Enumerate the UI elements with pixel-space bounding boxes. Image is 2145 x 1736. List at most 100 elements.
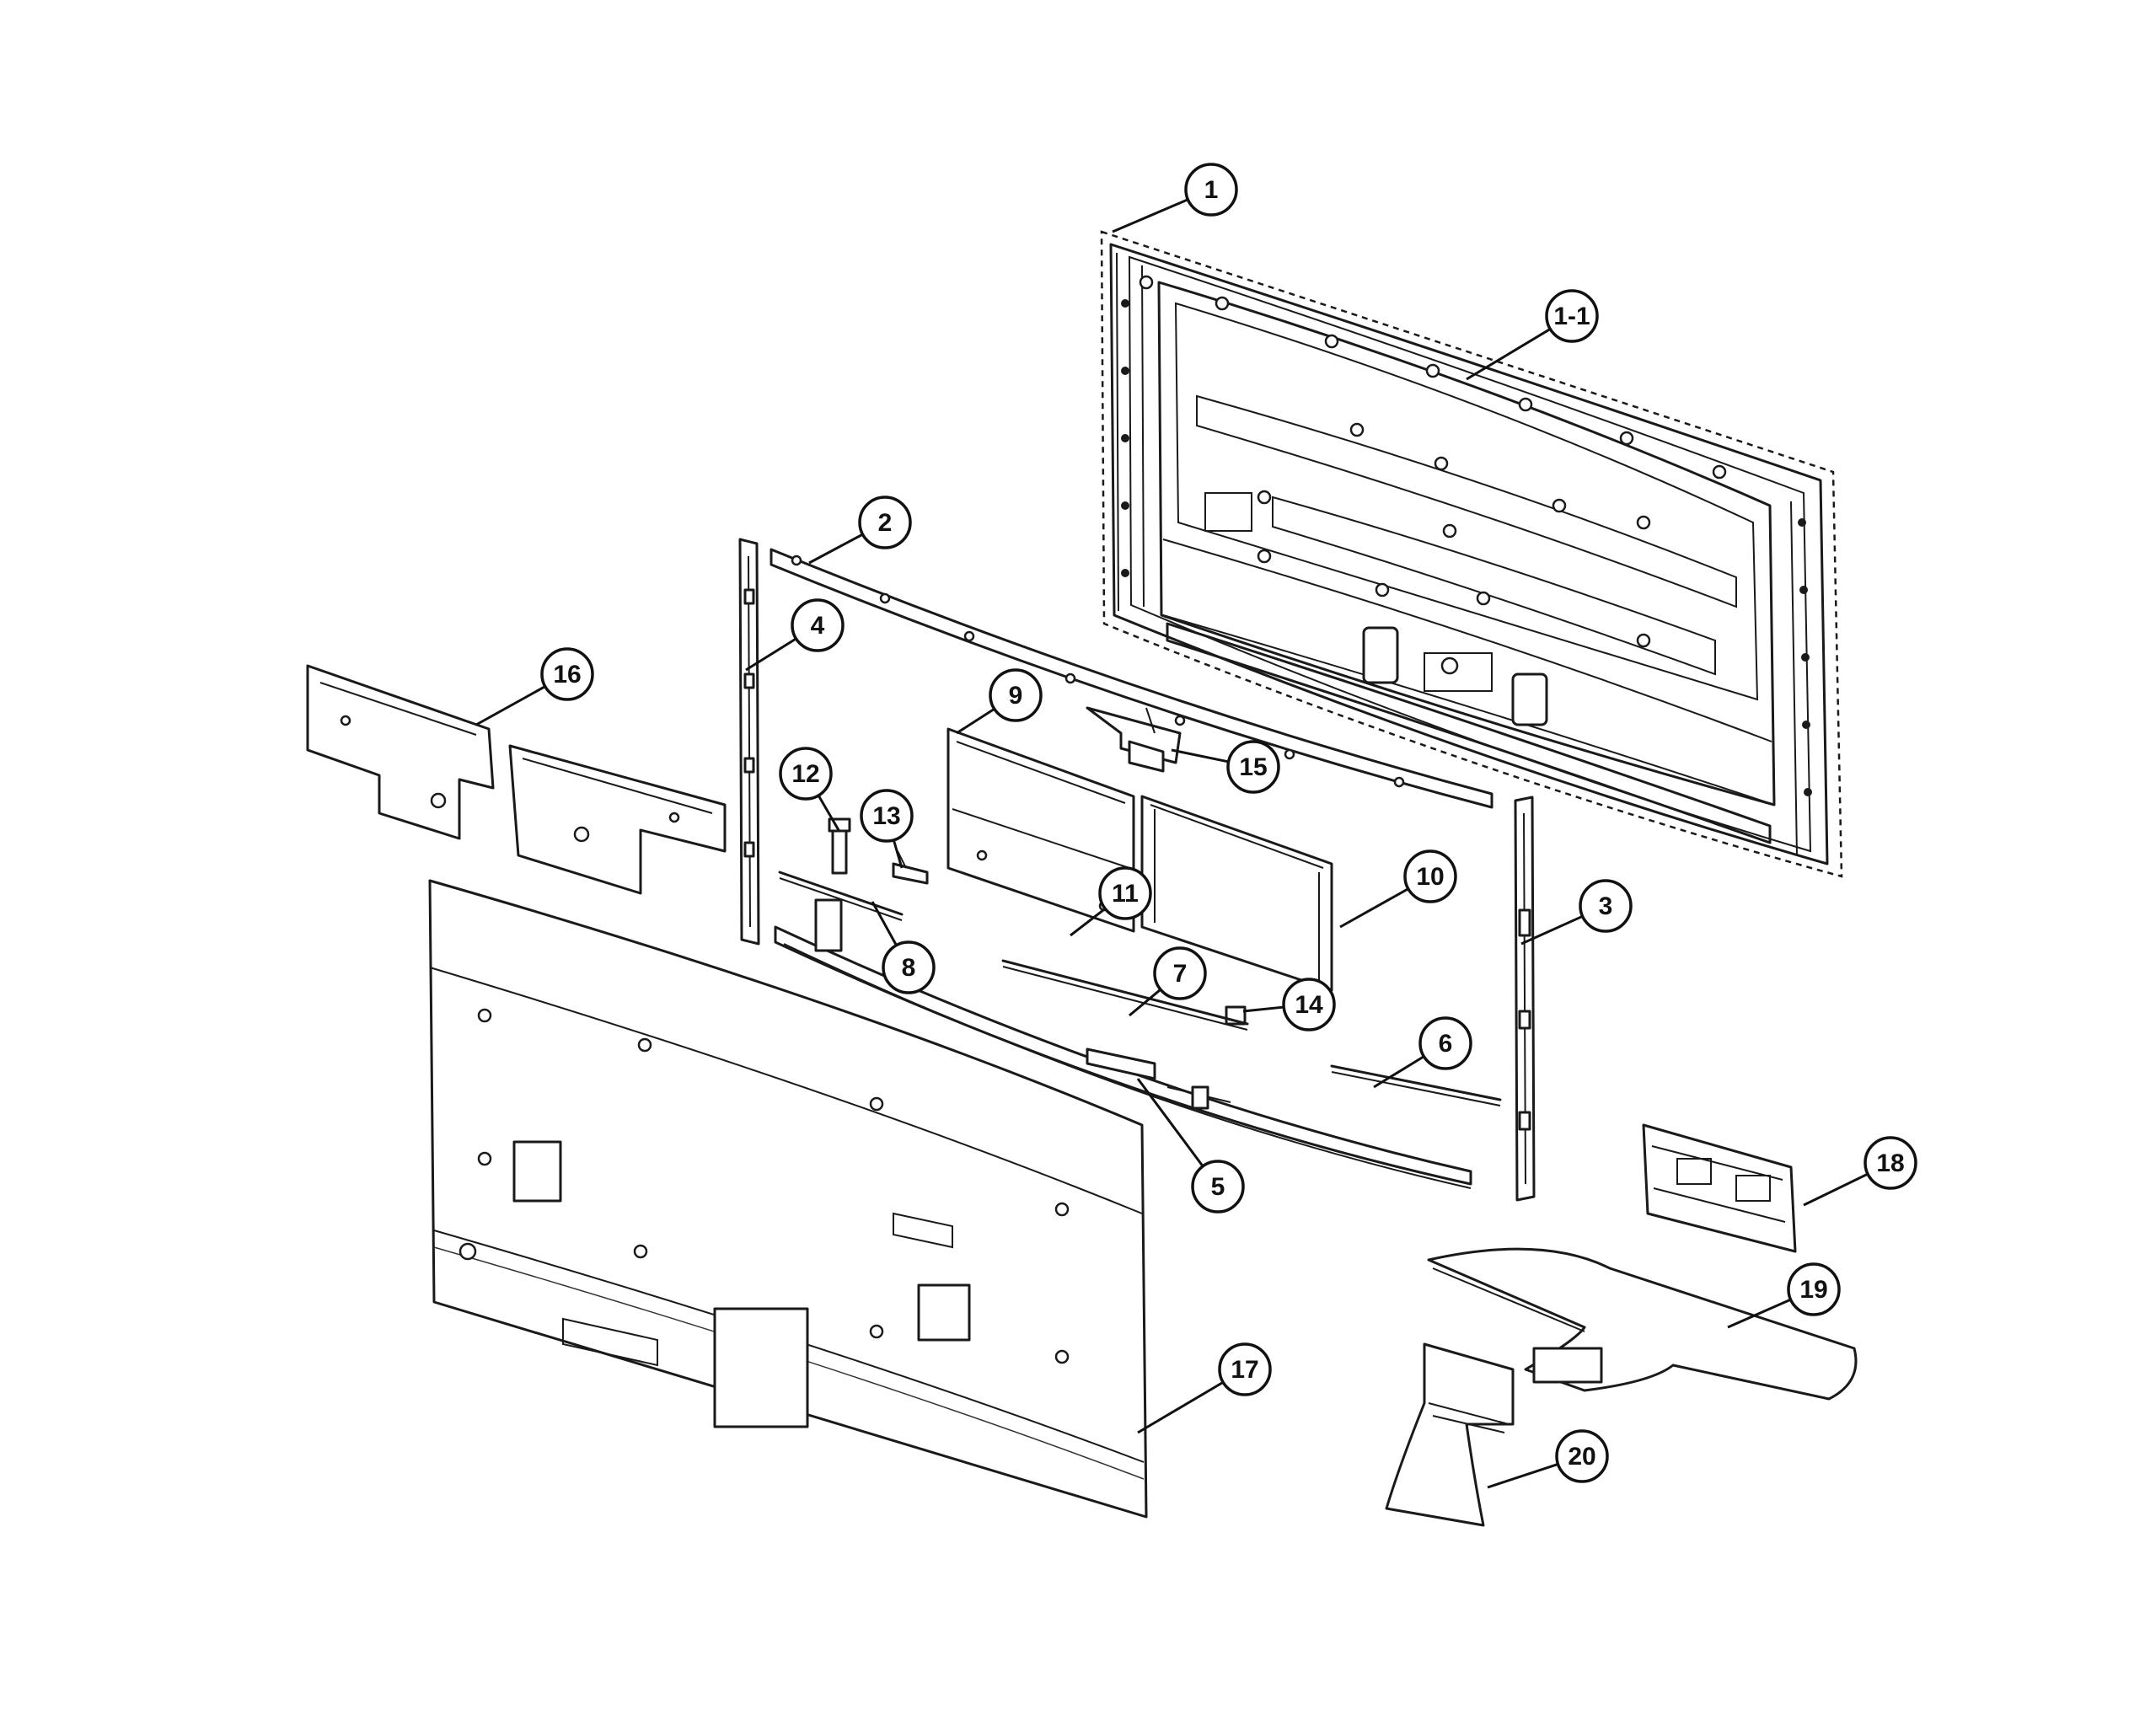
callout-leader [1070, 908, 1107, 937]
callout-leader [1803, 1172, 1869, 1207]
part-2-middle-frame [770, 548, 1493, 1189]
callout-13: 13 [860, 789, 914, 869]
callout-label: 6 [1439, 1030, 1453, 1058]
part-16-boards [306, 664, 727, 895]
part-12-bracket [828, 817, 851, 875]
callout-leader [1129, 989, 1161, 1017]
callout-label: 9 [1009, 682, 1023, 710]
callout-circle [1579, 879, 1633, 933]
callout-11: 11 [1070, 866, 1152, 937]
callout-17: 17 [1137, 1342, 1272, 1434]
callout-label: 4 [811, 612, 825, 640]
part-3-right-rail [1514, 796, 1536, 1202]
part-7-strip [1001, 959, 1249, 1031]
callout-20: 20 [1487, 1429, 1609, 1489]
callout-leader [1487, 1462, 1558, 1489]
callout-leader [1466, 328, 1552, 381]
callout-circle [1403, 849, 1457, 903]
callout-7: 7 [1129, 946, 1207, 1017]
callout-label: 10 [1416, 863, 1444, 891]
callout-label: 3 [1599, 892, 1613, 920]
callout-circle [1282, 978, 1336, 1031]
part-15-bracket [1086, 706, 1182, 773]
callout-leader [475, 685, 546, 726]
callout-leader [808, 533, 864, 565]
callout-label: 17 [1231, 1356, 1258, 1384]
callout-label: 20 [1568, 1443, 1595, 1471]
callout-6: 6 [1373, 1016, 1472, 1089]
callout-14: 14 [1242, 978, 1336, 1031]
callout-leader [1520, 914, 1584, 946]
callout-circle [791, 598, 845, 652]
part-18-bracket [1642, 1123, 1797, 1253]
callout-label: 15 [1239, 753, 1267, 781]
part-1-panel-assembly [1100, 230, 1843, 878]
callout-label: 1-1 [1553, 303, 1590, 330]
callout-circle [860, 789, 914, 843]
callout-leader [1373, 1055, 1425, 1089]
part-9-board [946, 727, 1135, 933]
callout-circle [1863, 1136, 1917, 1190]
part-20-stand-neck [1385, 1342, 1515, 1527]
callout-circle [989, 668, 1043, 722]
callout-leader [956, 707, 995, 735]
callout-12: 12 [779, 747, 840, 831]
callout-circle [1226, 740, 1280, 794]
callout-label: 18 [1876, 1149, 1904, 1177]
callout-1: 1 [1112, 163, 1238, 233]
callout-3: 3 [1520, 879, 1633, 946]
callout-1-1: 1-1 [1466, 289, 1599, 381]
callout-label: 5 [1211, 1173, 1225, 1201]
part-17-back-cover [428, 879, 1148, 1519]
callout-layer: 1 1-1 2 3 4 5 6 7 8 9 10 11 12 13 14 15 16 17 18 19 20 [475, 163, 1917, 1489]
callout-leader [745, 637, 797, 672]
callout-leader [817, 795, 840, 831]
callout-circle [540, 647, 594, 701]
callout-leader [1171, 748, 1229, 764]
callout-label: 16 [553, 661, 581, 689]
callout-label: 7 [1173, 960, 1188, 988]
callout-8: 8 [871, 901, 936, 994]
callout-label: 11 [1112, 880, 1139, 908]
callout-leader [1242, 1005, 1284, 1013]
part-19-stand-base [1427, 1247, 1858, 1401]
callout-circle [1191, 1160, 1245, 1214]
callout-circle [1184, 163, 1238, 217]
callout-label: 14 [1295, 991, 1323, 1019]
callout-circle [1787, 1262, 1841, 1316]
callout-circle [1098, 866, 1152, 920]
callout-circle [779, 747, 833, 801]
callout-19: 19 [1727, 1262, 1841, 1329]
callout-leader [1112, 198, 1189, 233]
callout-circle [1218, 1342, 1272, 1396]
callout-circle [1545, 289, 1599, 343]
callout-10: 10 [1339, 849, 1457, 929]
callout-16: 16 [475, 647, 594, 726]
callout-label: 12 [791, 760, 819, 788]
callout-9: 9 [956, 668, 1043, 735]
callout-label: 8 [902, 954, 916, 982]
callout-circle [1418, 1016, 1472, 1070]
callout-leader [1137, 1380, 1224, 1434]
callout-circle [858, 496, 912, 549]
callout-leader [892, 839, 904, 869]
callout-leader [1727, 1298, 1792, 1329]
callout-label: 13 [872, 802, 900, 830]
callout-label: 1 [1204, 176, 1219, 204]
callout-label: 2 [878, 509, 893, 537]
part-6-strip [1330, 1064, 1502, 1106]
callout-leader [1339, 887, 1409, 929]
callout-circle [882, 940, 936, 994]
callout-leader [871, 901, 898, 946]
callout-15: 15 [1171, 740, 1280, 794]
callout-4: 4 [745, 598, 845, 672]
callout-circle [1153, 946, 1207, 1000]
callout-circle [1555, 1429, 1609, 1483]
callout-label: 19 [1799, 1276, 1827, 1304]
callout-5: 5 [1136, 1078, 1245, 1214]
callout-leader [1136, 1078, 1204, 1167]
callout-2: 2 [808, 496, 912, 565]
part-4-left-rail [738, 538, 760, 946]
part-5-center-bar [1086, 1047, 1231, 1110]
